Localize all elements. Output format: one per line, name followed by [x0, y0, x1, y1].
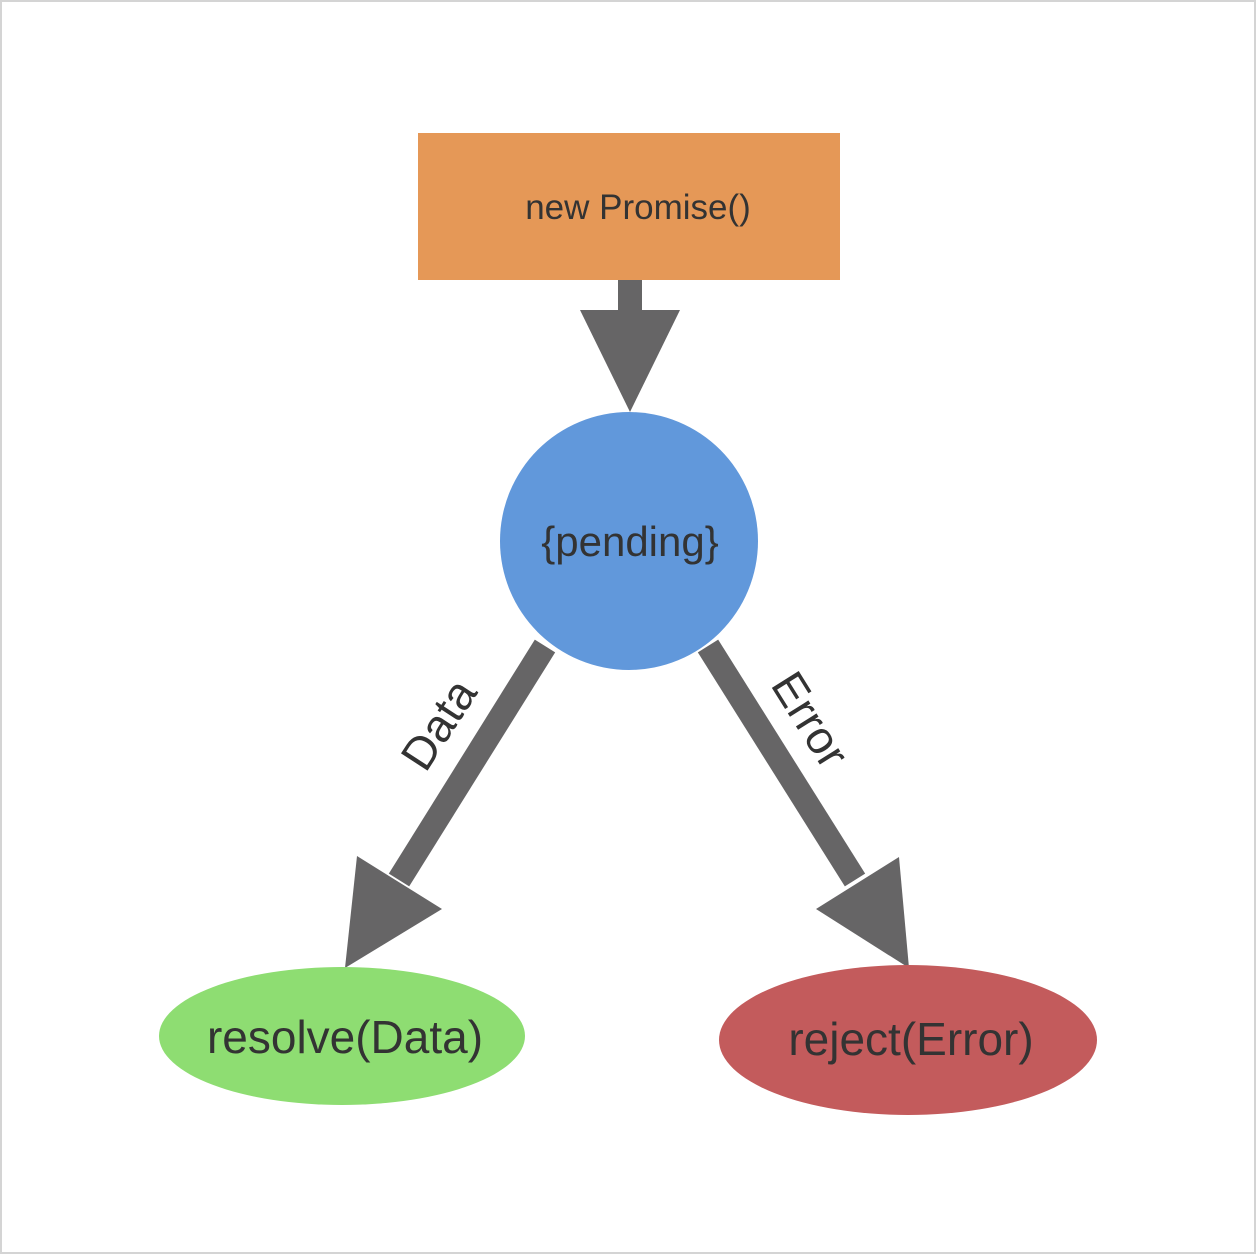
arrow-pending-to-resolve — [345, 639, 556, 968]
arrow-pending-to-reject-shaft — [697, 639, 866, 887]
arrow-pending-to-reject — [697, 639, 909, 968]
arrow-start-to-pending-shaft — [618, 280, 642, 314]
pending-node-label: {pending} — [541, 518, 719, 565]
pending-node-circle — [500, 412, 758, 670]
arrow-pending-to-resolve-head — [345, 856, 442, 968]
arrow-start-to-pending-head — [580, 310, 680, 412]
start-node-box — [418, 133, 840, 280]
arrow-start-to-pending — [580, 280, 680, 412]
reject-node: reject(Error) — [719, 965, 1097, 1115]
reject-node-ellipse — [719, 965, 1097, 1115]
start-node: new Promise() — [418, 133, 840, 280]
resolve-node-ellipse — [159, 967, 525, 1105]
reject-node-label: reject(Error) — [788, 1013, 1033, 1065]
arrow-pending-to-resolve-shaft — [388, 639, 556, 887]
resolve-node-label: resolve(Data) — [207, 1011, 483, 1063]
start-node-label: new Promise() — [525, 188, 751, 227]
arrow-pending-to-reject-head — [816, 857, 909, 968]
pending-node: {pending} — [500, 412, 758, 670]
resolve-node: resolve(Data) — [159, 967, 525, 1105]
